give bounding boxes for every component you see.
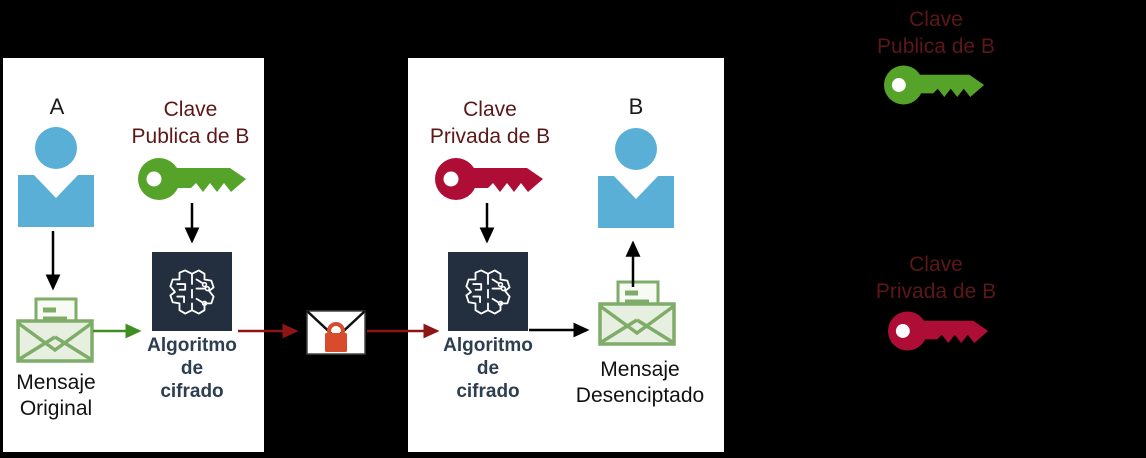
sender-panel: A Clave Publica de B <box>3 58 264 452</box>
brain-circuit-icon <box>169 269 215 315</box>
decryption-algorithm-box <box>448 252 528 331</box>
legend-public-key-label: Clave Publica de B <box>877 8 995 58</box>
private-key-label: Clave Privada de B <box>429 98 551 148</box>
original-message-label: Mensaje Original <box>16 371 96 420</box>
legend-public-key-icon <box>884 65 985 105</box>
person-icon <box>18 127 94 227</box>
sender-label: A <box>49 94 65 119</box>
public-key-icon <box>138 158 246 200</box>
person-icon <box>598 128 674 228</box>
original-message-icon <box>16 297 94 363</box>
legend-private-key-icon <box>888 311 989 351</box>
legend-private-key-label: Clave Privada de B <box>875 253 997 303</box>
receiver-panel: Clave Privada de B <box>408 58 724 452</box>
encryption-algorithm-box <box>152 252 232 331</box>
encryption-algorithm-label: Algoritmo de cifrado <box>147 335 237 402</box>
private-key-icon <box>435 158 543 200</box>
brain-circuit-icon <box>465 269 511 315</box>
receiver-label: B <box>628 94 644 119</box>
decrypted-message-icon <box>598 280 676 346</box>
decryption-algorithm-label: Algoritmo de cifrado <box>443 335 533 402</box>
public-key-label: Clave Publica de B <box>131 98 250 148</box>
decrypted-message-label: Mensaje Desenciptado <box>575 358 705 407</box>
encrypted-message-icon <box>306 310 366 355</box>
